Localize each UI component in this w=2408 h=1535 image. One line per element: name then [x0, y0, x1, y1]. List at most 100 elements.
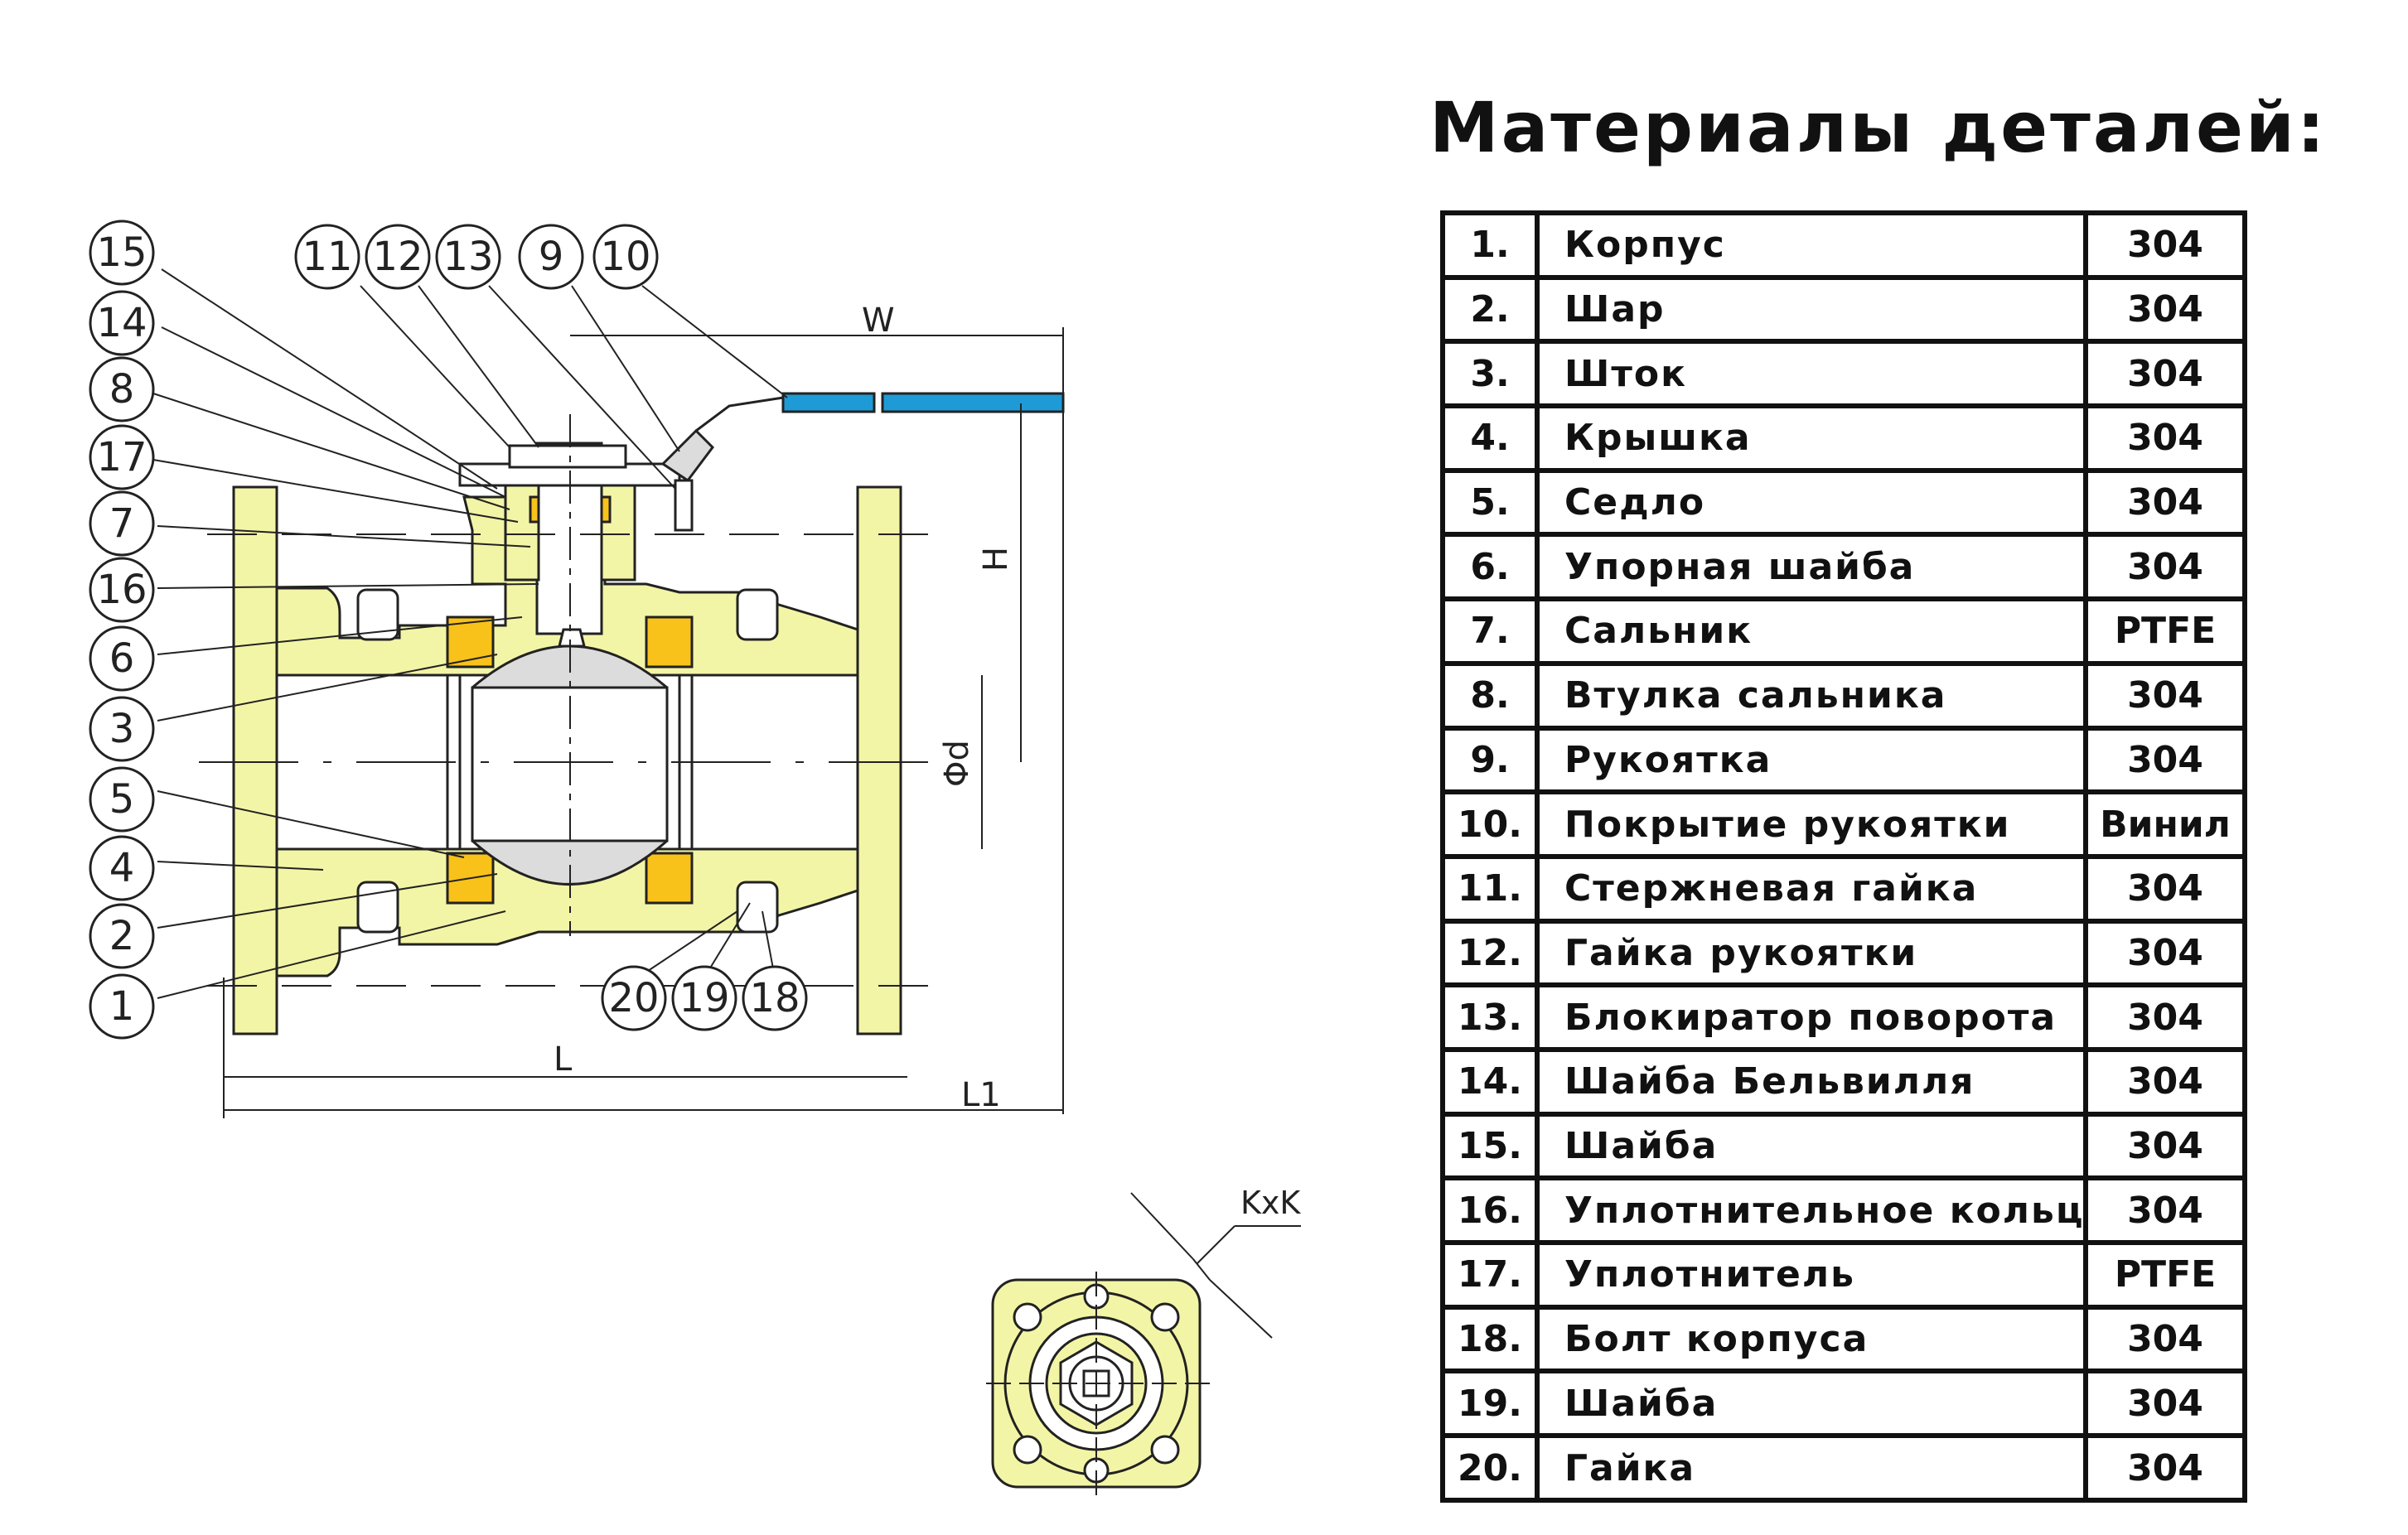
callout-circle — [89, 424, 155, 490]
cell-material: 304 — [2083, 274, 2247, 345]
table-title: Материалы деталей: — [1429, 87, 2328, 168]
callout-label: 7 — [109, 500, 135, 547]
cell-num: 9. — [1440, 725, 1540, 795]
cell-name: Крышка — [1535, 403, 2088, 473]
dim-kxk: KxK — [1240, 1185, 1301, 1221]
cell-name: Гайка рукоятки — [1535, 918, 2088, 988]
callout-circle — [89, 835, 155, 901]
dim-d: Φd — [938, 740, 976, 787]
cell-num: 8. — [1440, 660, 1540, 731]
dimension-labels: W H Φd L L1 — [554, 302, 1015, 1114]
cell-name: Рукоятка — [1535, 725, 2088, 795]
cell-material: 304 — [2083, 725, 2247, 795]
callout-circle — [89, 973, 155, 1040]
cell-name: Уплотнительное кольцо — [1535, 1175, 2088, 1245]
cell-num: 12. — [1440, 918, 1540, 988]
callout-label: 8 — [109, 366, 135, 413]
cell-name: Корпус — [1535, 210, 2088, 280]
cell-material: PTFE — [2083, 596, 2247, 666]
cell-num: 14. — [1440, 1046, 1540, 1117]
stem-assembly — [458, 414, 681, 936]
callout-circle — [89, 490, 155, 557]
cell-material: 304 — [2083, 853, 2247, 924]
dim-l1: L1 — [961, 1076, 1001, 1114]
cell-num: 3. — [1440, 339, 1540, 409]
cell-material: 304 — [2083, 982, 2247, 1052]
callout-circle — [89, 903, 155, 969]
cell-name: Уплотнитель — [1535, 1240, 2088, 1310]
handle-cover-left — [781, 392, 876, 413]
cell-name: Блокиратор поворота — [1535, 982, 2088, 1052]
cell-material: 304 — [2083, 210, 2247, 280]
cell-material: 304 — [2083, 660, 2247, 731]
callout-circle — [435, 224, 501, 290]
callout-label: 4 — [109, 845, 135, 891]
cell-name: Болт корпуса — [1535, 1304, 2088, 1374]
cell-material: 304 — [2083, 467, 2247, 538]
callout-label: 18 — [749, 975, 800, 1021]
cell-name: Шайба — [1535, 1368, 2088, 1439]
cell-name: Шайба Бельвилля — [1535, 1046, 2088, 1117]
cell-material: 304 — [2083, 532, 2247, 602]
cell-num: 13. — [1440, 982, 1540, 1052]
cell-name: Шайба — [1535, 1111, 2088, 1181]
callout-circle — [601, 965, 667, 1031]
callout-circle — [89, 290, 155, 356]
callout-label: 14 — [96, 300, 147, 346]
callout-circle — [365, 224, 431, 290]
callout-circle — [89, 557, 155, 623]
cell-num: 18. — [1440, 1304, 1540, 1374]
flange-dimension-lines — [986, 1192, 1301, 1495]
cell-name: Шар — [1535, 274, 2088, 345]
cell-num: 5. — [1440, 467, 1540, 538]
cell-num: 16. — [1440, 1175, 1540, 1245]
callout-label: 11 — [302, 234, 352, 280]
dim-w: W — [862, 302, 895, 340]
callout-label: 16 — [96, 567, 147, 613]
callout-label: 13 — [442, 234, 493, 280]
callout-circle — [89, 356, 155, 422]
cell-name: Седло — [1535, 467, 2088, 538]
callout-label: 12 — [372, 234, 423, 280]
callout-label: 9 — [539, 234, 564, 280]
callout-circle — [89, 220, 155, 286]
callout-circle — [89, 766, 155, 833]
cell-num: 6. — [1440, 532, 1540, 602]
cell-material: Винил — [2083, 789, 2247, 859]
cell-name: Шток — [1535, 339, 2088, 409]
callout-circle — [89, 696, 155, 762]
callout-circle — [294, 224, 360, 290]
cell-material: 304 — [2083, 1046, 2247, 1117]
callout-label: 17 — [96, 434, 147, 480]
callout-label: 20 — [608, 975, 659, 1021]
callout-circle — [592, 224, 659, 290]
callout-label: 2 — [109, 913, 135, 959]
cell-material: 304 — [2083, 1304, 2247, 1374]
cell-name: Гайка — [1535, 1433, 2088, 1503]
cell-material: 304 — [2083, 918, 2247, 988]
cell-name: Упорная шайба — [1535, 532, 2088, 602]
callout-circle — [742, 965, 808, 1031]
cell-name: Покрытие рукоятки — [1535, 789, 2088, 859]
cell-material: 304 — [2083, 1368, 2247, 1439]
cell-material: 304 — [2083, 1433, 2247, 1503]
cell-num: 20. — [1440, 1433, 1540, 1503]
cell-material: 304 — [2083, 403, 2247, 473]
cell-num: 19. — [1440, 1368, 1540, 1439]
